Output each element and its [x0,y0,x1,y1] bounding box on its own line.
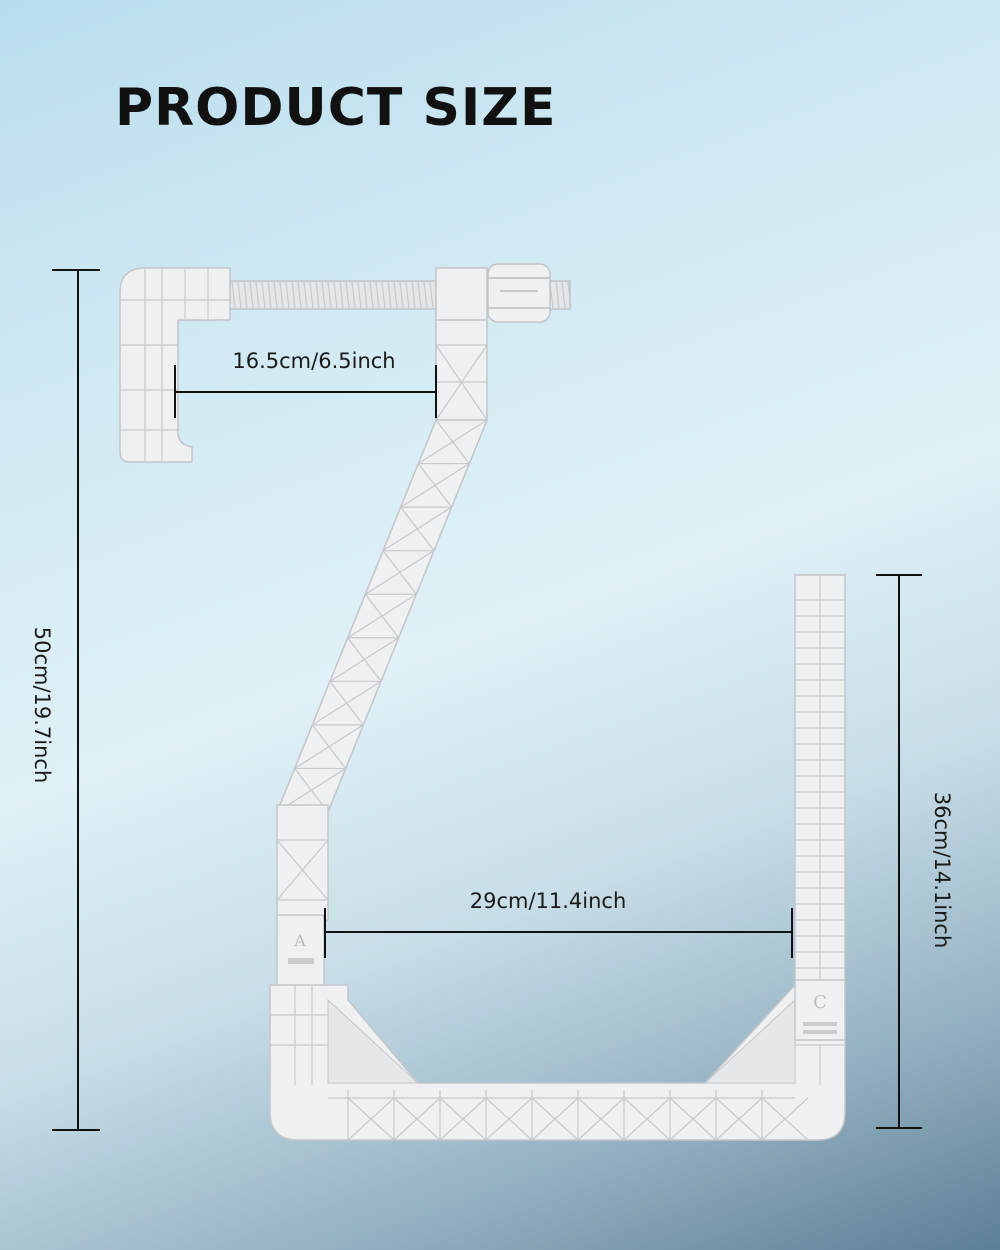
dimension-arm-height: 36cm/14.1inch [876,574,954,1129]
page-title: PRODUCT SIZE [115,78,557,138]
dimension-label-total-height: 50cm/19.7inch [30,627,54,784]
joint-a-mark: A [293,931,306,950]
lower-post [276,804,329,921]
dimension-total-height: 50cm/19.7inch [30,269,100,1131]
right-arm [794,574,846,986]
joint-c: C [794,979,846,1041]
dimension-label-tray-width: 29cm/11.4inch [470,889,627,913]
dimension-label-clamp-opening: 16.5cm/6.5inch [232,349,395,373]
diagonal-arm [275,419,489,813]
adjustment-knob [487,263,551,323]
dimension-clamp-opening: 16.5cm/6.5inch [174,349,437,418]
dimension-label-arm-height: 36cm/14.1inch [930,792,954,949]
joint-c-mark: C [813,992,827,1013]
joint-a: A [276,914,325,991]
upper-post [435,267,488,421]
dimension-tray-width: 29cm/11.4inch [324,889,793,958]
tray-base [269,979,846,1141]
